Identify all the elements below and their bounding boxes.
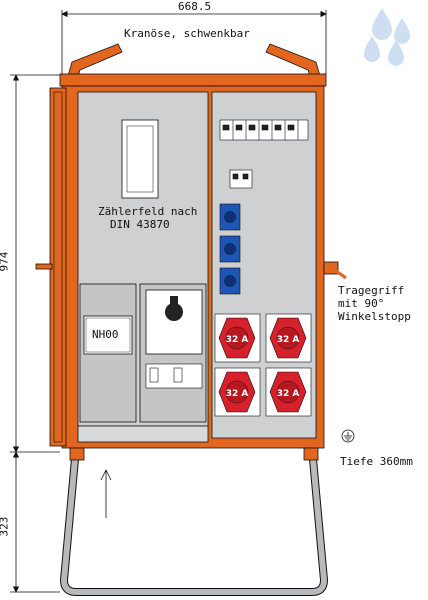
cee-socket-label: 32 A — [277, 389, 300, 399]
up-arrow-icon — [100, 469, 112, 518]
rcd-block — [229, 169, 253, 189]
schuko-socket — [219, 267, 241, 295]
roof — [59, 73, 327, 87]
ground-symbol-icon — [341, 429, 355, 443]
left-door — [49, 87, 67, 447]
cee-socket-label: 32 A — [226, 335, 249, 345]
schuko-socket — [219, 203, 241, 231]
meter-field-label-line2: DIN 43870 — [110, 218, 170, 231]
meter-window — [121, 119, 159, 199]
height-dimensions — [10, 74, 60, 593]
width-dimension-label: 668.5 — [178, 0, 212, 13]
water-drops-logo-icon — [364, 8, 410, 66]
width-dimension — [61, 10, 327, 75]
crane-eye-label: Kranöse, schwenkbar — [124, 27, 250, 40]
main-switch-box — [139, 283, 207, 423]
handle-right — [323, 261, 347, 280]
meter-field-label-line1: Zählerfeld nach — [98, 205, 198, 218]
handle-label-line2: mit 90° — [338, 297, 385, 310]
cee-sockets: 32 A 32 A 32 A 32 A — [214, 313, 312, 417]
cee-socket-label: 32 A — [226, 389, 249, 399]
depth-label: Tiefe 360mm — [340, 455, 413, 468]
cee-socket: 32 A — [214, 367, 261, 417]
breaker-row — [219, 119, 309, 141]
schuko-sockets — [219, 203, 241, 295]
stand-frame — [59, 447, 329, 596]
cee-socket-label: 32 A — [277, 335, 300, 345]
cee-socket: 32 A — [265, 313, 312, 363]
height-body-label: 974 — [0, 251, 11, 272]
crane-eye-right — [265, 43, 321, 77]
handle-label-line3: Winkelstopp — [338, 310, 411, 323]
fuse-box — [79, 283, 137, 423]
base-strip — [77, 425, 209, 443]
schuko-socket — [219, 235, 241, 263]
handle-left — [35, 263, 53, 270]
height-stand-label: 323 — [0, 516, 11, 537]
handle-label-line1: Tragegriff — [338, 284, 405, 297]
cee-socket: 32 A — [265, 367, 312, 417]
cee-socket: 32 A — [214, 313, 261, 363]
fuse-label: NH00 — [92, 328, 119, 341]
crane-eye-left — [67, 43, 123, 77]
